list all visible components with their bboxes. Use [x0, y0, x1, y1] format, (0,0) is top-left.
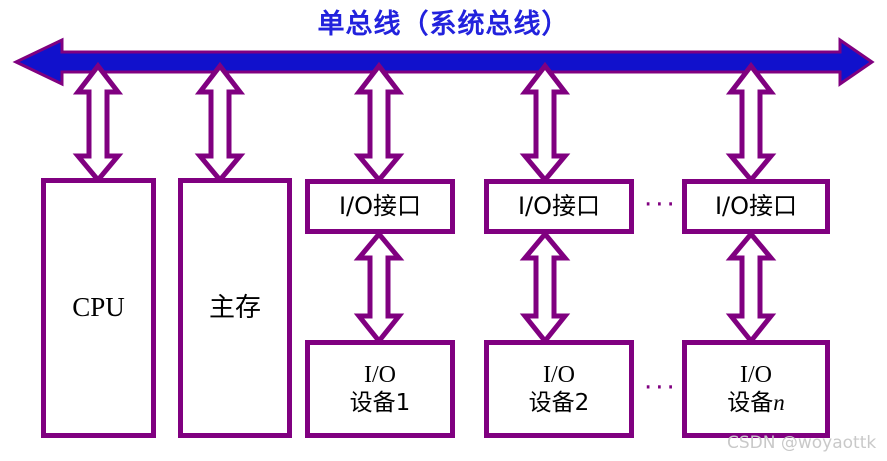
io-interface-label-2: I/O接口	[517, 192, 601, 221]
connector-interface-2-device-2	[519, 230, 571, 346]
system-bus-arrow	[12, 37, 875, 87]
io-device-box-n: I/O 设备n	[682, 340, 830, 438]
cpu-label: CPU	[72, 292, 125, 323]
cpu-box: CPU	[41, 178, 156, 438]
io-device-box-1: I/O 设备1	[305, 340, 455, 438]
memory-box: 主存	[178, 178, 292, 438]
io-interface-box-n: I/O接口	[682, 179, 830, 234]
connector-bus-cpu	[72, 61, 124, 184]
io-device-label-2-line2: 设备2	[528, 389, 590, 416]
watermark: CSDN @woyaottk	[727, 433, 877, 453]
page-title: 单总线（系统总线）	[317, 9, 570, 40]
connector-bus-interface-1	[353, 61, 405, 184]
io-device-label-n-line2: 设备n	[727, 389, 785, 417]
io-device-label-n-index: n	[773, 390, 785, 416]
io-interface-row-ellipsis: ···	[644, 190, 678, 220]
io-device-label-1-line1: I/O	[363, 362, 396, 389]
connector-bus-interface-2	[519, 61, 571, 184]
connector-interface-1-device-1	[353, 230, 405, 346]
connector-bus-interface-n	[725, 61, 777, 184]
io-device-label-1-line2: 设备1	[349, 389, 411, 416]
connector-interface-n-device-n	[725, 230, 777, 346]
io-device-label-n: I/O 设备n	[727, 361, 785, 417]
io-device-label-2: I/O 设备2	[529, 361, 590, 416]
io-device-label-n-line1: I/O	[740, 361, 772, 388]
io-device-label-2-line1: I/O	[542, 362, 575, 389]
io-interface-box-2: I/O接口	[484, 179, 634, 234]
io-device-box-2: I/O 设备2	[484, 340, 634, 438]
io-interface-label-n: I/O接口	[714, 192, 798, 221]
io-interface-box-1: I/O接口	[305, 179, 455, 234]
io-device-row-ellipsis: ···	[644, 373, 678, 403]
connector-bus-memory	[194, 61, 246, 184]
io-device-label-1: I/O 设备1	[350, 361, 411, 416]
memory-label: 主存	[208, 292, 261, 323]
io-device-label-n-prefix: 设备	[727, 390, 774, 417]
io-interface-label-1: I/O接口	[338, 192, 422, 221]
